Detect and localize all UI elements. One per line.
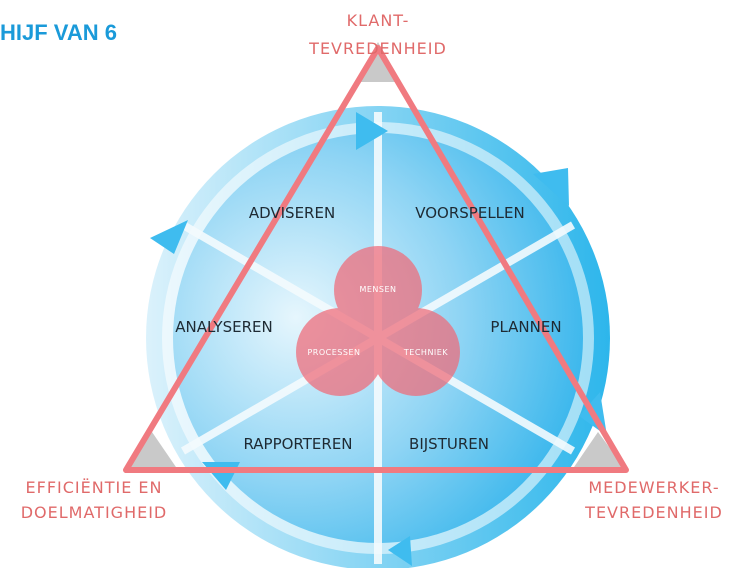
left-corner-tab: [126, 432, 178, 470]
corner-left-line1: EFFICIËNTIE EN: [26, 478, 163, 497]
corner-right-line2: TEVREDENHEID: [584, 503, 723, 522]
circle-label-processen: PROCESSEN: [307, 348, 360, 357]
arrow-head-left: [150, 220, 188, 254]
arrow-head-top-right: [533, 168, 569, 206]
segment-bijsturen: BIJSTUREN: [409, 435, 489, 453]
segment-rapporteren: RAPPORTEREN: [243, 435, 352, 453]
arrow-head-bottom: [388, 536, 412, 566]
corner-right-line1: MEDEWERKER-: [588, 478, 719, 497]
segment-plannen: PLANNEN: [490, 318, 561, 336]
circle-techniek: [372, 308, 460, 396]
segment-voorspellen: VOORSPELLEN: [415, 204, 525, 222]
value-triangle: [123, 45, 629, 473]
segment-analyseren: ANALYSEREN: [175, 318, 272, 336]
right-corner-tab: [572, 432, 626, 470]
center-circles: [296, 246, 460, 396]
corner-top-line2: TEVREDENHEID: [308, 39, 447, 58]
corner-left-line2: DOELMATIGHEID: [21, 503, 168, 522]
corner-top-line1: KLANT-: [347, 11, 410, 30]
circle-label-techniek: TECHNIEK: [403, 348, 448, 357]
arrow-head-top: [356, 112, 388, 150]
segment-adviseren: ADVISEREN: [249, 204, 335, 222]
circle-label-mensen: MENSEN: [359, 285, 396, 294]
circle-processen: [296, 308, 384, 396]
page-title: HIJF VAN 6: [0, 20, 117, 45]
